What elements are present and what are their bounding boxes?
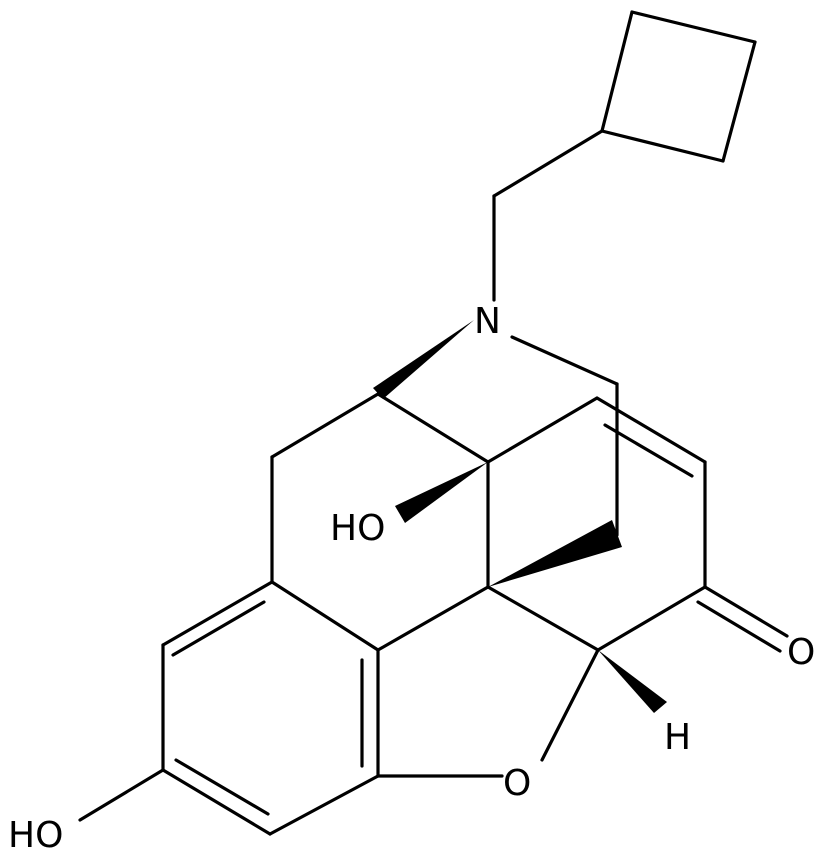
bond bbox=[268, 774, 380, 836]
bond bbox=[510, 335, 619, 386]
bond bbox=[161, 768, 272, 836]
hydrogen-atom-label: H bbox=[664, 717, 691, 758]
nitrogen-atom-label: N bbox=[474, 301, 501, 342]
bond bbox=[376, 392, 490, 464]
bond bbox=[78, 768, 165, 822]
bond bbox=[486, 585, 600, 652]
bond bbox=[171, 600, 266, 657]
bond bbox=[596, 585, 707, 652]
cyclobutyl-ring bbox=[600, 10, 757, 163]
bond bbox=[603, 423, 694, 478]
bond bbox=[492, 129, 604, 198]
phenol-hydroxyl-label: HO bbox=[8, 815, 63, 856]
wedge-bond bbox=[598, 650, 667, 713]
ketone-oxygen-atom-label: O bbox=[787, 632, 815, 673]
bond bbox=[703, 585, 789, 638]
bond bbox=[376, 585, 490, 652]
bond bbox=[174, 758, 270, 816]
bond bbox=[540, 648, 600, 762]
bond bbox=[721, 40, 757, 163]
bond bbox=[270, 392, 380, 459]
bridge-oxygen-atom-label: O bbox=[503, 763, 531, 804]
bond bbox=[630, 10, 757, 44]
wedge-bond bbox=[373, 320, 474, 399]
tertiary-hydroxyl-label: HO bbox=[330, 508, 385, 549]
wedge-bond bbox=[488, 520, 622, 587]
bond bbox=[600, 10, 634, 133]
bond bbox=[600, 129, 725, 163]
bond bbox=[161, 580, 274, 647]
bond bbox=[270, 580, 380, 652]
bond bbox=[486, 396, 599, 464]
bond bbox=[595, 396, 707, 464]
wedge-bond bbox=[395, 462, 488, 523]
bond bbox=[696, 600, 782, 653]
aromatic-ring bbox=[161, 580, 380, 836]
